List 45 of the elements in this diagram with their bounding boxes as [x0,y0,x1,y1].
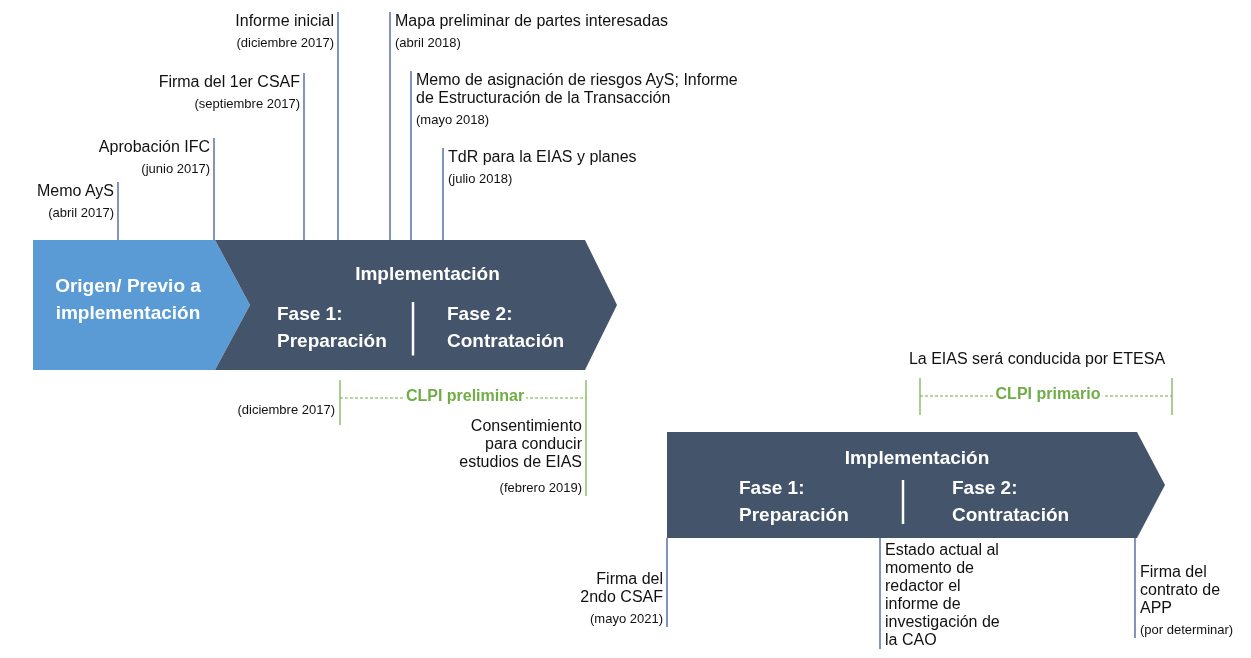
date-label: (mayo 2018) [416,111,490,128]
consultation-period-label: CLPI primario [993,385,1103,403]
date-label: (septiembre 2017) [193,95,300,112]
date-label: (julio 2018) [448,170,514,187]
timeline-marker [879,537,881,650]
phase-title: Implementación [843,446,991,470]
phase-step-label: Fase 2: Contratación [952,476,1071,527]
timeline-marker [410,70,412,241]
milestone-title: TdR para la EIAS y planes [448,148,638,166]
phase-title: Origen/ Previo a implementación [54,274,202,325]
timeline-marker [117,181,119,241]
timeline-marker [666,537,668,628]
date-label: (junio 2017) [140,160,210,177]
phase-step-label: Fase 1: Preparación [739,476,850,527]
note-label: La EIAS será conducida por ETESA [907,350,1167,368]
milestone-title: Informe inicial [234,12,334,30]
milestone-title: Estado actual al momento de redactor el informe de investigación de la CAO [885,541,1001,649]
date-label: (mayo 2021) [589,610,663,627]
phase-chevron [215,240,617,370]
timeline-marker [337,11,339,241]
timeline-marker [213,137,215,241]
date-label: (diciembre 2017) [236,401,335,419]
phase-step-label: Fase 2: Contratación [447,302,566,353]
note-label: Consentimiento para conducir estudios de EIAS [458,417,582,471]
phase-title: Implementación [354,262,501,286]
date-label: (por determinar) [1140,621,1235,638]
date-label: (abril 2018) [395,34,462,51]
milestone-title: Firma del 2ndo CSAF [579,570,663,606]
timeline-marker [1134,537,1136,639]
date-label: (febrero 2019) [498,479,582,497]
milestone-title: Aprobación IFC [97,138,210,156]
phase-step-label: Fase 1: Preparación [277,302,388,353]
date-label: (abril 2017) [47,204,114,221]
timeline-marker [303,72,305,241]
milestone-title: Firma del 1er CSAF [157,73,300,91]
milestone-title: Firma del contrato de APP [1140,563,1222,617]
consultation-period-label: CLPI preliminar [403,387,527,405]
date-label: (diciembre 2017) [235,34,334,51]
milestone-title: Mapa preliminar de partes interesadas [395,12,670,30]
milestone-title: Memo de asignación de riesgos AyS; Informe de Estructuración de la Transacción [416,71,739,107]
timeline-marker [442,147,444,241]
phase-chevron [667,432,1165,538]
phase-pentagon [33,240,250,370]
timeline-marker [389,11,391,241]
milestone-title: Memo AyS [35,182,114,200]
